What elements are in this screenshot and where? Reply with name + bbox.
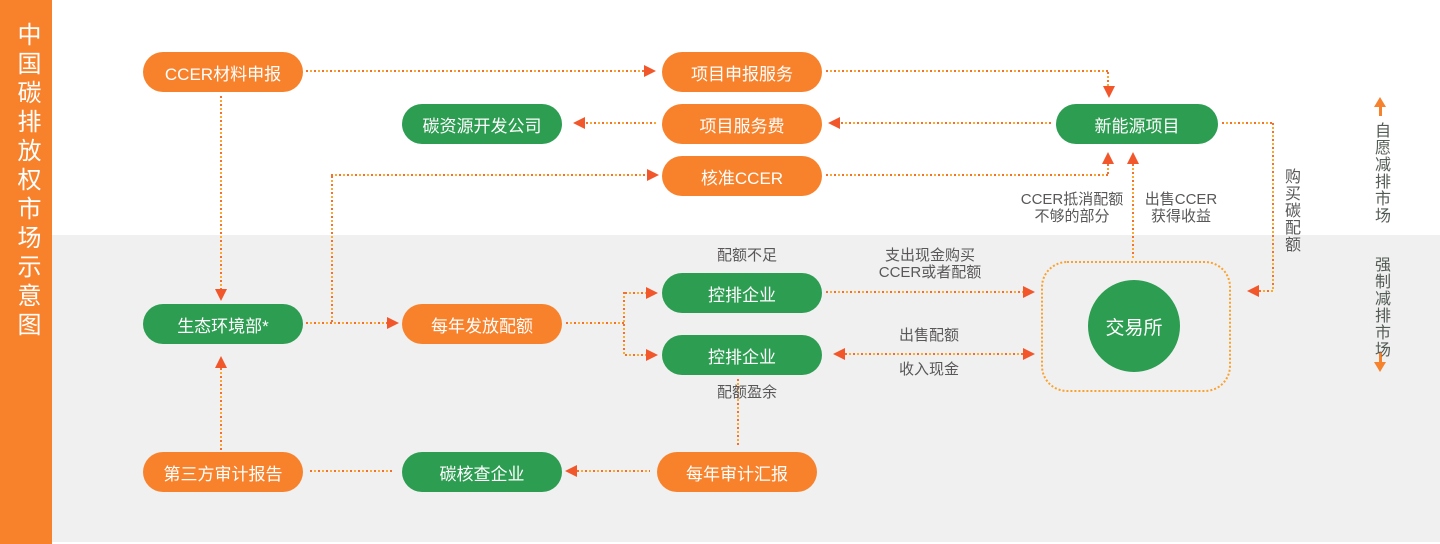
edge-quota-branch-vertical [623,292,625,355]
label-income-cash: 收入现金 [898,361,959,378]
label-sell-ccer: 出售CCER 获得收益 [1121,191,1241,225]
edge-moee-to-annual-quota [306,322,387,324]
arrowhead-to-project-apply [644,65,656,77]
label-sell-quota: 出售配额 [898,327,959,344]
edge-kpq-surplus-to-annual-audit [737,379,739,446]
edge-project-apply-down [1107,72,1109,86]
node-carbon-verification-enterprise: 碳核查企业 [402,452,562,492]
label-pay-cash: 支出现金购买 CCER或者配额 [850,247,1010,281]
voluntary-market-up-arrow-icon [1374,97,1386,107]
edge-quota-branch-bottom [625,354,646,356]
arrowhead-sell-ccer-into-new-energy [1127,152,1139,164]
arrowhead-into-kpq-short [646,287,658,299]
arrowhead-buy-quota-into-exchange [1247,285,1259,297]
label-mandatory-market: 强制减排市场 [1372,256,1389,358]
node-annual-audit-report: 每年审计汇报 [657,452,817,492]
label-quota-surplus: 配额盈余 [716,384,777,401]
mandatory-market-down-arrow-icon [1374,362,1386,372]
edge-project-fee-to-carbon-dev [586,122,658,124]
edge-annual-audit-to-verifier [577,470,650,472]
edge-new-energy-to-project-fee [841,122,1053,124]
edge-approved-ccer-right [826,174,1108,176]
node-annual-quota-issuance: 每年发放配额 [402,304,562,344]
edge-quota-branch-top [625,292,646,294]
label-ccer-offset-line2: 不够的部分 [1034,208,1110,225]
arrowhead-into-kpq-surplus-left [833,348,845,360]
label-buy-carbon-quota: 购买碳配额 [1282,168,1299,253]
label-quota-insufficient: 配额不足 [716,247,777,264]
label-ccer-offset: CCER抵消配额 不够的部分 [992,191,1152,225]
edge-verifier-to-third-party [310,470,394,472]
edge-kpq-surplus-exchange-bidirectional [845,353,1023,355]
node-ccer-material-declare: CCER材料申报 [143,52,303,92]
node-carbon-resource-dev-company: 碳资源开发公司 [402,104,562,144]
edge-buy-quota-down [1272,123,1274,291]
mandatory-market-arrow-stem [1379,352,1382,362]
edge-annual-quota-right [566,322,624,324]
arrowhead-into-carbon-dev [573,117,585,129]
label-pay-cash-line1: 支出现金购买 [884,247,975,264]
node-new-energy-project: 新能源项目 [1056,104,1218,144]
node-approved-ccer: 核准CCER [662,156,822,196]
node-third-party-audit-report: 第三方审计报告 [143,452,303,492]
label-sell-ccer-line2: 获得收益 [1150,208,1211,225]
edge-moee-up-branch [331,176,333,322]
arrowhead-pay-cash-into-exchange [1023,286,1035,298]
arrowhead-into-moee-top [215,289,227,301]
edge-approved-ccer-up [1107,164,1109,175]
arrowhead-into-new-energy-top [1103,86,1115,98]
node-emission-enterprise-surplus: 控排企业 [662,335,822,375]
edge-exchange-to-new-energy [1132,164,1134,258]
node-project-service-fee: 项目服务费 [662,104,822,144]
arrowhead-sell-quota-into-exchange [1023,348,1035,360]
arrowhead-into-project-fee [828,117,840,129]
label-sell-ccer-line1: 出售CCER [1144,191,1218,208]
arrowhead-ccer-offset-into-new-energy [1102,152,1114,164]
edge-ccer-material-to-moee [220,96,222,289]
voluntary-market-arrow-stem [1379,106,1382,116]
edge-new-energy-right [1222,122,1274,124]
edge-buy-quota-left [1259,290,1273,292]
arrowhead-into-verifier [565,465,577,477]
edge-third-party-to-moee [220,368,222,450]
node-emission-enterprise-short: 控排企业 [662,273,822,313]
edge-kpq-short-to-exchange [826,291,1023,293]
node-ministry-ecology-environment: 生态环境部* [143,304,303,344]
arrowhead-into-annual-quota [387,317,399,329]
node-project-application-service: 项目申报服务 [662,52,822,92]
arrowhead-into-moee-bottom [215,356,227,368]
diagram-title: 中国碳排放权市场示意图 [13,22,40,341]
title-sidebar: 中国碳排放权市场示意图 [0,0,52,544]
label-pay-cash-line2: CCER或者配额 [878,264,982,281]
edge-ccer-material-to-project-apply [306,70,644,72]
node-exchange: 交易所 [1088,280,1180,372]
arrowhead-into-kpq-surplus [646,349,658,361]
label-ccer-offset-line1: CCER抵消配额 [1020,191,1124,208]
arrowhead-into-approved-ccer [647,169,659,181]
edge-project-apply-right [826,70,1108,72]
edge-to-approved-ccer [331,174,647,176]
exchange-dashed-boundary [1041,261,1231,392]
label-voluntary-market: 自愿减排市场 [1372,122,1389,224]
